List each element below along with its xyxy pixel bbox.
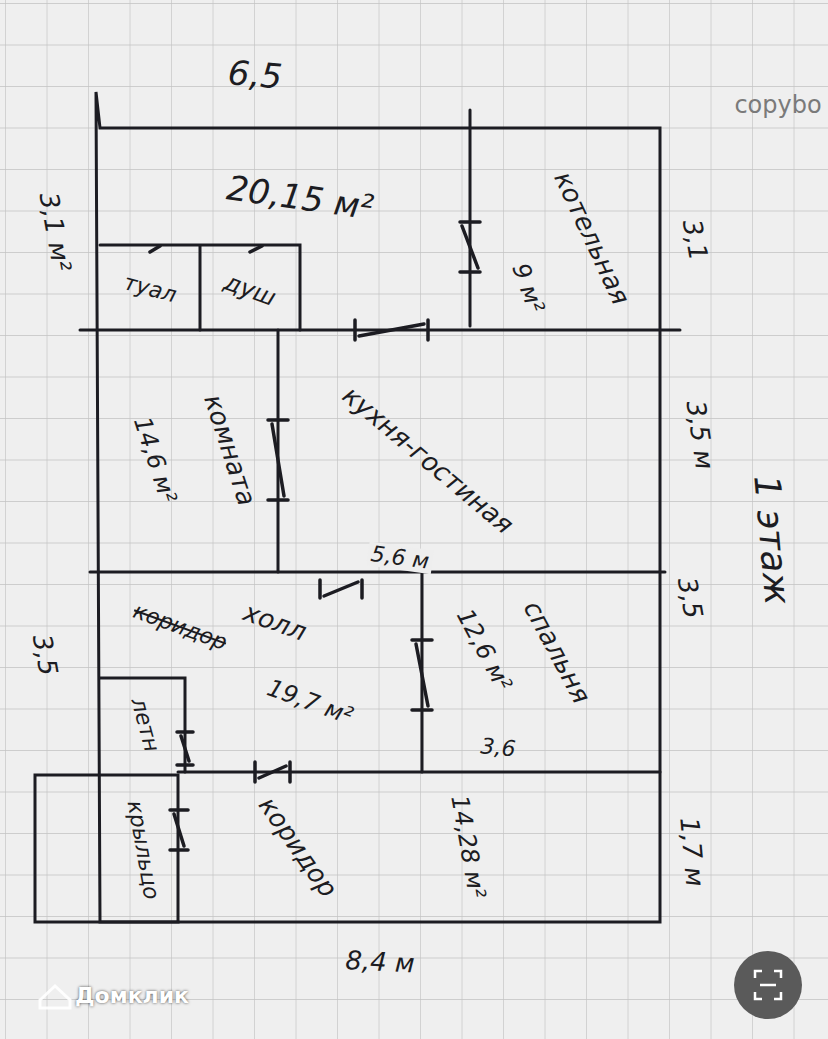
scan-icon <box>755 971 781 999</box>
room: котельная9 м² <box>470 128 660 330</box>
room: летн <box>100 678 185 772</box>
house-icon <box>40 986 70 1008</box>
room-label: душ <box>221 269 280 312</box>
door-mark <box>355 320 428 340</box>
door-mark <box>320 580 362 598</box>
outer-wall <box>96 92 660 922</box>
room: душ <box>200 245 300 330</box>
scan-button <box>734 951 802 1019</box>
walls <box>35 92 680 922</box>
room-label: 9 м² <box>507 260 549 317</box>
room-label: котельная <box>549 167 635 309</box>
wall <box>100 245 300 330</box>
room: 20,15 м² туал душ <box>100 128 470 330</box>
scan-circle <box>734 951 802 1019</box>
room-label: туал <box>121 270 179 307</box>
door-mark <box>412 640 432 710</box>
room: кухня-гостиная <box>278 330 660 572</box>
wall <box>469 110 472 326</box>
watermark: Домклик <box>75 984 189 1008</box>
room-label: коридор <box>253 792 343 903</box>
room: спальня12,6 м² <box>422 572 660 772</box>
room-label: 12,6 м² <box>452 605 517 696</box>
room: туал <box>100 245 200 330</box>
door-mark <box>170 810 188 850</box>
floor-label: 1 этаж <box>747 474 798 607</box>
porch: крыльцо <box>35 775 178 922</box>
dimension: 3,1 м² <box>34 190 76 273</box>
wall <box>100 678 185 772</box>
dimension: 3,5 <box>27 632 62 678</box>
door-mark <box>268 420 288 500</box>
dimension: 6,5 <box>226 54 283 96</box>
wall <box>90 571 665 574</box>
room: комната 14,6 м² <box>100 330 278 572</box>
dimension: 5,6 м <box>366 542 433 575</box>
room-label: холл <box>240 598 310 647</box>
dimension: 3,5 м <box>681 399 719 472</box>
dimension: 3,6 <box>480 734 517 761</box>
room-label: 14,6 м² <box>129 414 182 507</box>
door-marks <box>150 222 480 850</box>
room-label: комната <box>199 391 262 509</box>
door-mark <box>177 732 193 765</box>
room-label: коридор <box>130 599 230 655</box>
room-label: крыльцо <box>122 799 163 902</box>
room: коридор 14,28 м² <box>178 772 660 922</box>
wall <box>178 771 660 774</box>
room-label: 14,28 м² <box>446 793 490 900</box>
porch-outline <box>35 775 178 922</box>
door-mark <box>460 222 480 272</box>
door-mark <box>255 762 290 782</box>
door-mark <box>150 246 262 252</box>
domclick-logo <box>40 986 70 1008</box>
room-label: летн <box>126 695 164 754</box>
dimension: 3,5 <box>672 575 707 621</box>
room-label: спальня <box>518 596 596 708</box>
room-label: 20,15 м² <box>224 169 375 227</box>
room-label: 19,7 м² <box>264 674 356 729</box>
dimension: 1,7 м <box>675 816 710 887</box>
dimension: 8,4 м <box>345 946 416 978</box>
dimension: 3,1 <box>677 217 712 263</box>
watermark: copybo <box>734 92 821 118</box>
room: холлкоридор 19,7 м² летн <box>100 572 422 772</box>
room-label: кухня-гостиная <box>337 381 519 540</box>
